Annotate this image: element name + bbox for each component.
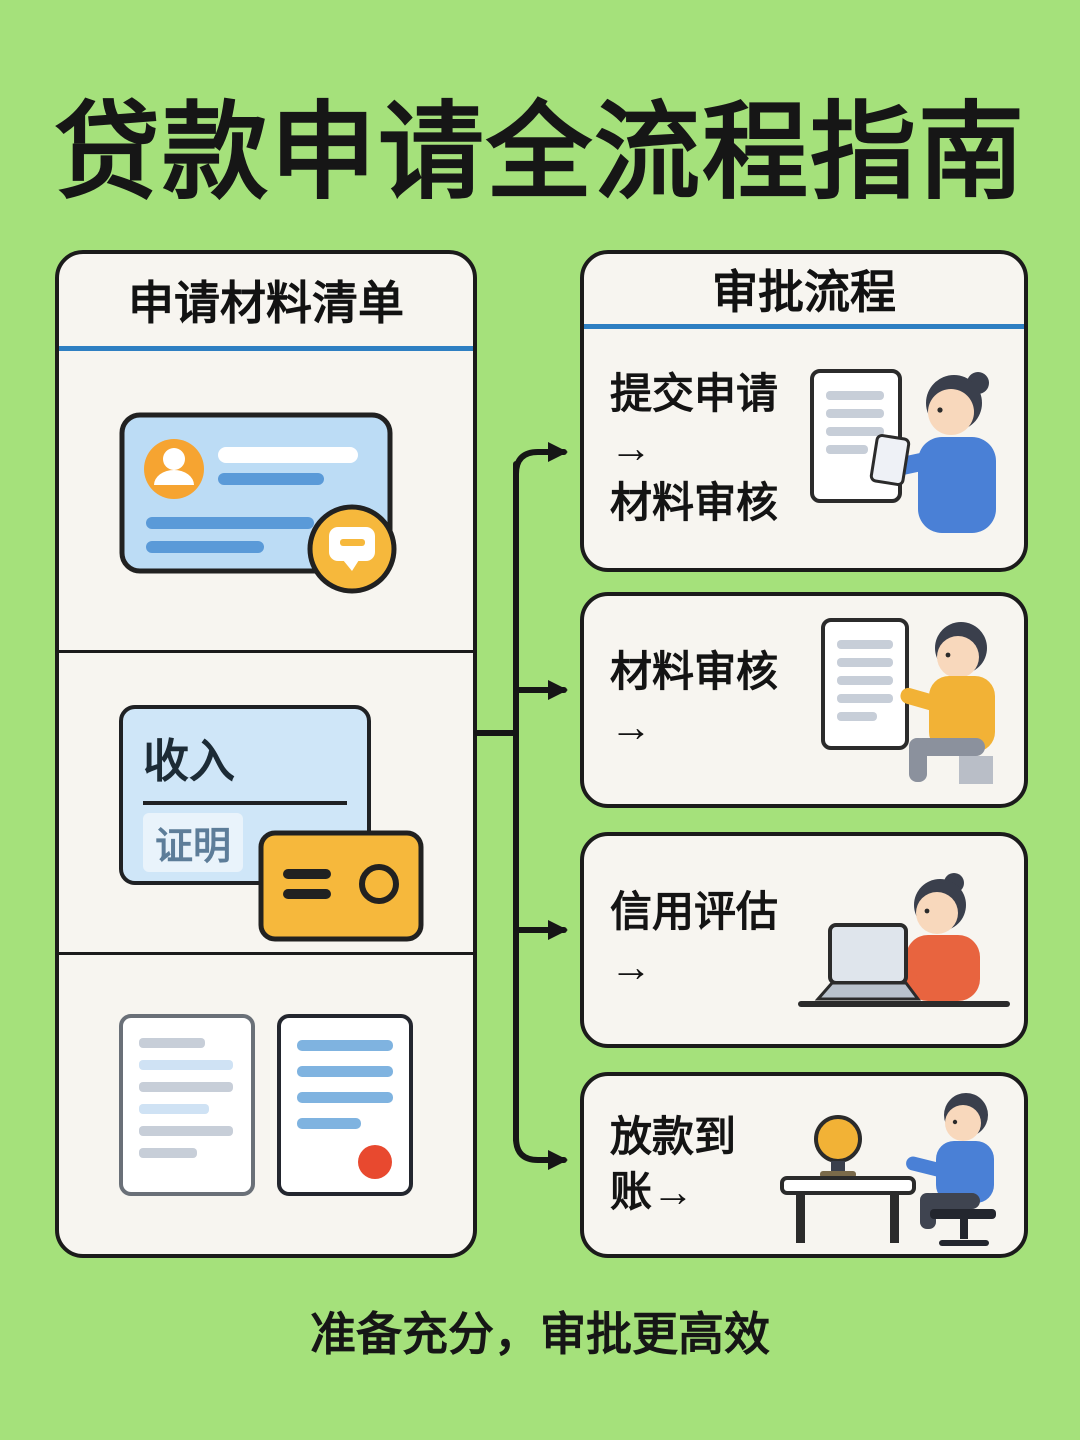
- approval-step-2: 材料审核→: [580, 592, 1028, 808]
- step-4-label: 放款到账→: [610, 1113, 737, 1215]
- step-1-row: 提交申请→ 材料审核: [584, 329, 1024, 568]
- approval-header-underline: [584, 324, 1024, 330]
- income-label-bottom: 证明: [143, 813, 244, 872]
- documents-section: [59, 955, 473, 1254]
- footer-note: 准备充分，审批更高效: [310, 1308, 770, 1360]
- step-2-row: 材料审核→: [584, 596, 1024, 804]
- materials-header: 申请材料清单: [128, 277, 404, 329]
- materials-header-underline: [59, 346, 473, 351]
- chat-badge-icon: [307, 504, 397, 593]
- disbursement-illustration: [780, 1093, 996, 1246]
- section-divider: [59, 952, 473, 955]
- id-card-illustration: [119, 412, 397, 593]
- stamp-seal-icon: [358, 1144, 392, 1179]
- income-proof-section: 收入 证明: [59, 653, 473, 952]
- approval-step-4: 放款到账→: [580, 1072, 1028, 1258]
- income-card-divider: [143, 801, 347, 805]
- step-3-label: 信用评估→: [610, 888, 779, 990]
- stamped-document-icon: [277, 1013, 413, 1196]
- step-3-row: 信用评估→: [584, 836, 1024, 1044]
- materials-panel: 申请材料清单: [55, 250, 477, 1258]
- section-divider: [59, 650, 473, 653]
- submit-review-illustration: [810, 368, 996, 533]
- credit-assessment-illustration: [798, 873, 1010, 1007]
- material-review-illustration: [821, 618, 995, 784]
- step-1-label: 提交申请→ 材料审核: [610, 369, 779, 526]
- step-4-row: 放款到账→: [584, 1076, 1024, 1254]
- step-2-label: 材料审核→: [610, 648, 779, 750]
- wallet-icon: [258, 830, 424, 942]
- approval-step-1: 审批流程 提交申请→ 材料审核: [580, 250, 1028, 572]
- document-icon: [119, 1013, 255, 1196]
- approval-step-3: 信用评估→: [580, 832, 1028, 1048]
- id-card-section: [59, 351, 473, 650]
- approval-header: 审批流程: [712, 266, 896, 318]
- income-label-top: 收入: [143, 735, 235, 787]
- page-title: 贷款申请全流程指南: [54, 94, 1026, 212]
